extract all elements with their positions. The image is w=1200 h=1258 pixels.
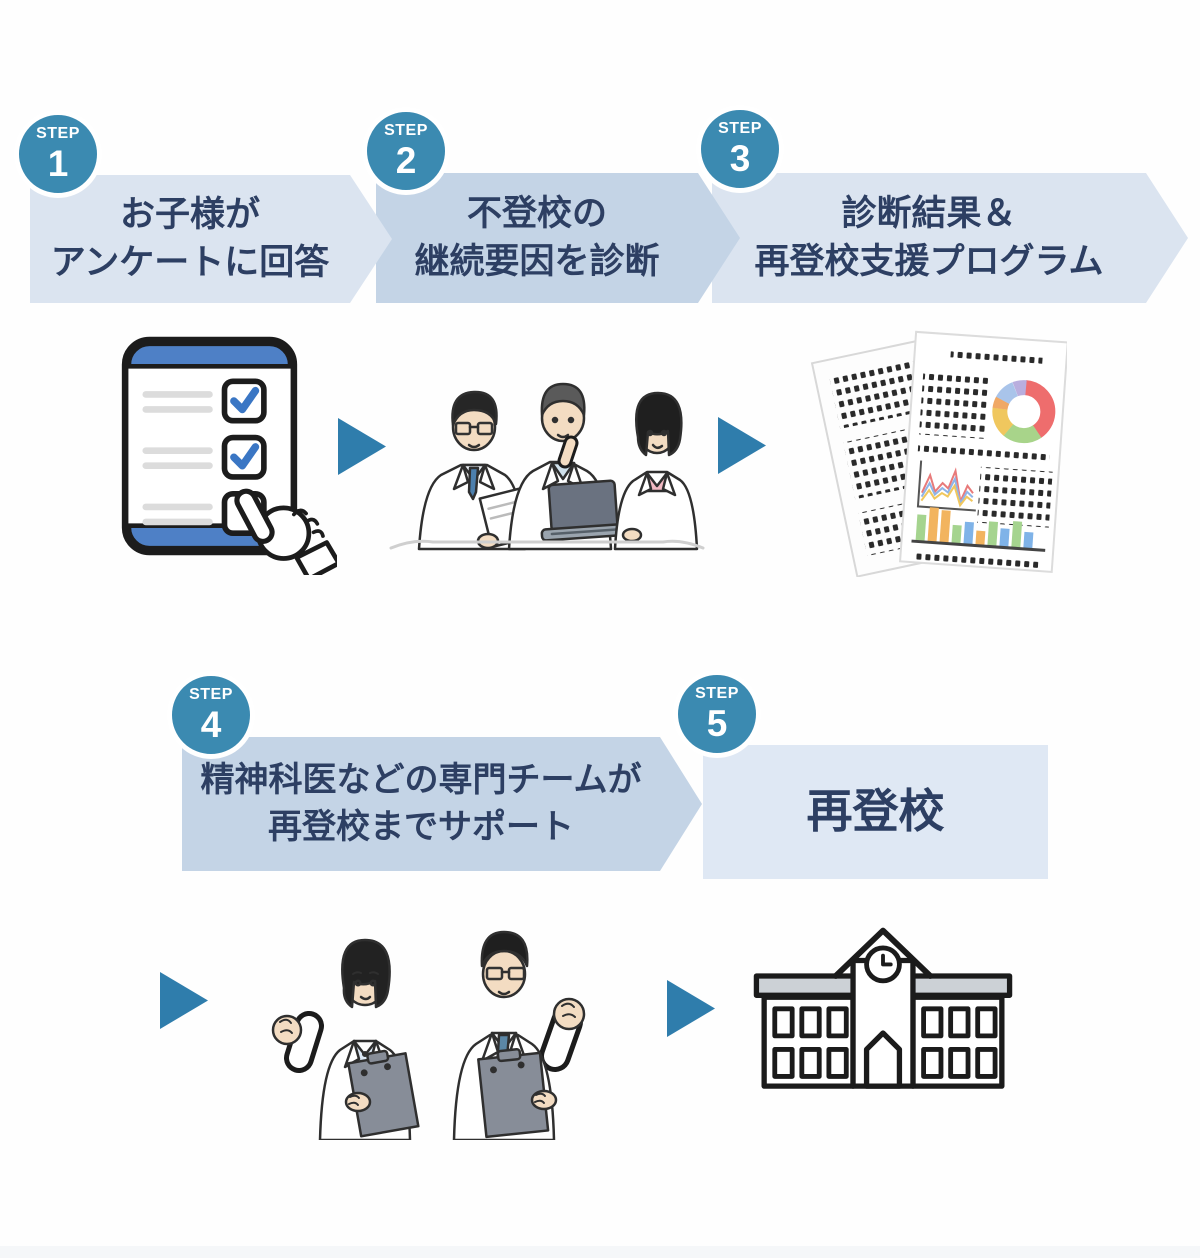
step-number: 5 (706, 703, 728, 744)
step-number: 2 (395, 140, 417, 181)
doctors-meeting-illustration (389, 382, 705, 551)
step-3-badge: STEP 3 (696, 105, 784, 193)
arrow-right-icon (338, 418, 386, 475)
step-1-banner: お子様が アンケートに回答 (30, 175, 392, 303)
doctor-man (452, 930, 586, 1140)
step-4-badge: STEP 4 (167, 671, 255, 759)
doctor-woman (271, 938, 420, 1140)
report-documents-illustration (810, 330, 1067, 577)
step-1-badge: STEP 1 (14, 110, 102, 198)
laptop-icon (540, 479, 632, 542)
bar-chart (911, 507, 1046, 552)
step-number: 4 (200, 704, 222, 745)
step-badge-label: STEP (718, 120, 762, 137)
clipboard-icon (347, 1049, 420, 1138)
step-1-text-line2: アンケートに回答 (50, 243, 330, 282)
school-door (863, 1030, 903, 1089)
step-number: 3 (729, 138, 751, 179)
step-badge-label: STEP (189, 686, 233, 703)
step-badge-label: STEP (384, 122, 428, 139)
step-4-text-line2: 再登校までサポート (268, 808, 574, 846)
step-4-banner: 精神科医などの専門チームが 再登校までサポート (182, 737, 702, 871)
arrow-right-icon (667, 980, 715, 1037)
pointing-hand-icon (234, 488, 337, 575)
line-chart (916, 460, 976, 512)
doctor-middle (507, 382, 632, 551)
school-windows (772, 1006, 998, 1079)
clock-icon (864, 945, 902, 984)
step-5-badge: STEP 5 (673, 670, 761, 758)
step-badge-label: STEP (36, 125, 80, 142)
step-2-badge: STEP 2 (362, 107, 450, 195)
doctor-right (613, 391, 699, 551)
step-4-text-line1: 精神科医などの専門チームが (200, 761, 642, 800)
phone-top-bar (126, 341, 293, 369)
table-edge (389, 539, 705, 550)
step-number: 1 (47, 143, 69, 184)
support-team-illustration (271, 930, 586, 1140)
step-badge-label: STEP (695, 685, 739, 702)
step-5-text: 再登校 (806, 785, 945, 838)
step-2-banner: 不登校の 継続要因を診断 (376, 173, 740, 303)
smartphone-checklist-illustration (121, 336, 337, 575)
bottom-fade-band (0, 1246, 1200, 1258)
school-building-illustration (753, 927, 1013, 1089)
arrow-right-icon (718, 417, 766, 474)
step-3-banner: 診断結果＆ 再登校支援プログラム (712, 173, 1188, 303)
step-3-text-line1: 診断結果＆ (841, 193, 1017, 233)
school-left-roofband (753, 973, 860, 998)
school-roof (832, 927, 934, 979)
step-2-text-line1: 不登校の (466, 193, 607, 233)
arrow-right-icon (160, 972, 208, 1029)
report-page-front (899, 330, 1067, 573)
step-1-text-line1: お子様が (119, 194, 260, 234)
list-text-lines (142, 391, 213, 526)
step-2-text-line2: 継続要因を診断 (414, 242, 660, 281)
school-right-roofband (906, 973, 1013, 998)
step-5-banner: 再登校 (703, 745, 1048, 879)
step-3-text-line2: 再登校支援プログラム (754, 242, 1104, 281)
